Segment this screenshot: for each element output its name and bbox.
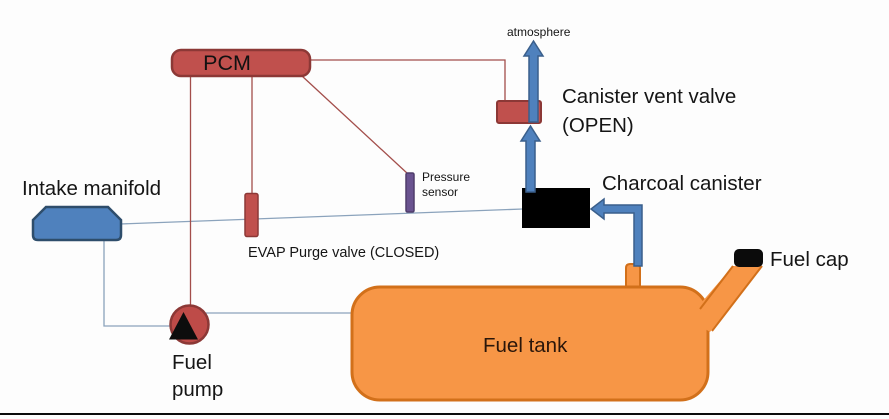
pcm-label: PCM: [203, 50, 251, 75]
wire-pcm-to-vent-valve: [310, 59, 506, 102]
intake-manifold-label: Intake manifold: [22, 177, 162, 200]
filler-neck: [688, 266, 762, 332]
fuel-pump-label-line2: pump: [172, 378, 224, 401]
slide-bottom-border: [0, 413, 889, 415]
canister-vent-valve-name: Canister vent valve: [562, 85, 737, 108]
line-manifold-to-fuel-pump: [103, 240, 171, 327]
atmosphere-label: atmosphere: [507, 25, 571, 39]
fuel-tank-shape: [350, 285, 710, 402]
evap-purge-valve-label: EVAP Purge valve (CLOSED): [248, 245, 440, 261]
fuel-pump-label: Fuel pump: [172, 349, 223, 403]
fuel-pump-label-line1: Fuel: [172, 351, 212, 374]
canister-vent-valve-label: Canister vent valve (OPEN): [562, 83, 736, 140]
flow-arrow-canister-to-vent-valve-icon: [519, 124, 542, 193]
charcoal-canister-label: Charcoal canister: [602, 172, 762, 195]
filler-neck-edge-right: [711, 265, 763, 332]
pressure-sensor-label: Pressure sensor: [422, 170, 470, 199]
vapor-line-manifold-to-canister: [119, 208, 524, 225]
fuel-cap-shape: [734, 249, 763, 267]
pressure-sensor-shape: [405, 172, 415, 213]
fuel-cap-label: Fuel cap: [770, 248, 849, 271]
flow-arrow-to-atmosphere-icon: [522, 39, 545, 123]
pcm-box: [170, 48, 312, 78]
wire-pcm-to-pressure-sensor: [301, 75, 409, 175]
fuel-pump-triangle-icon: [169, 312, 198, 340]
intake-manifold-shape: [31, 205, 123, 242]
filler-neck-edge-left: [699, 265, 734, 310]
canister-vent-valve-state: (OPEN): [562, 113, 634, 137]
charcoal-canister-shape: [522, 188, 590, 228]
fuel-tank-label: Fuel tank: [483, 334, 568, 357]
evap-purge-valve-shape: [244, 192, 259, 238]
pressure-sensor-label-line2: sensor: [422, 184, 459, 199]
pressure-sensor-label-line1: Pressure: [422, 170, 471, 184]
flow-arrow-tank-to-canister-icon: [589, 197, 643, 267]
